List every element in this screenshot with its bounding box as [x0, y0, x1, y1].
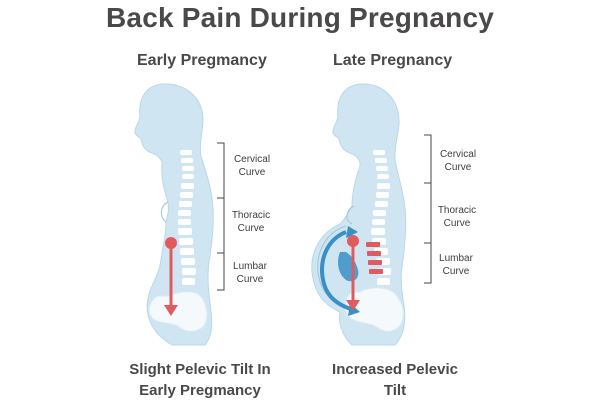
- caption-early-line2: Early Pregmancy: [105, 380, 295, 401]
- caption-late-line1: Increased Pelevic: [300, 359, 490, 380]
- late-label-lumbar-line2: Curve: [429, 265, 483, 278]
- early-label-cervical-line2: Curve: [225, 166, 279, 179]
- caption-early: Slight Pelevic Tilt In Early Pregmancy: [105, 359, 295, 401]
- late-label-thoracic-line1: Thoracic: [430, 204, 484, 217]
- early-label-thoracic: Thoracic Curve: [224, 209, 278, 235]
- late-label-thoracic: Thoracic Curve: [430, 204, 484, 230]
- early-label-lumbar: Lumbar Curve: [223, 260, 277, 286]
- late-label-lumbar-line1: Lumbar: [429, 252, 483, 265]
- early-label-cervical-line1: Cervical: [225, 153, 279, 166]
- late-label-cervical: Cervical Curve: [431, 148, 485, 174]
- early-label-lumbar-line1: Lumbar: [223, 260, 277, 273]
- late-label-cervical-line1: Cervical: [431, 148, 485, 161]
- early-label-thoracic-line2: Curve: [224, 222, 278, 235]
- late-label-lumbar: Lumbar Curve: [429, 252, 483, 278]
- caption-late: Increased Pelevic Tilt: [300, 359, 490, 401]
- early-label-lumbar-line2: Curve: [223, 273, 277, 286]
- late-figure: [312, 84, 431, 345]
- early-figure: [135, 84, 224, 345]
- early-label-cervical: Cervical Curve: [225, 153, 279, 179]
- late-label-cervical-line2: Curve: [431, 161, 485, 174]
- caption-late-line2: Tilt: [300, 380, 490, 401]
- late-label-thoracic-line2: Curve: [430, 217, 484, 230]
- caption-early-line1: Slight Pelevic Tilt In: [105, 359, 295, 380]
- early-label-thoracic-line1: Thoracic: [224, 209, 278, 222]
